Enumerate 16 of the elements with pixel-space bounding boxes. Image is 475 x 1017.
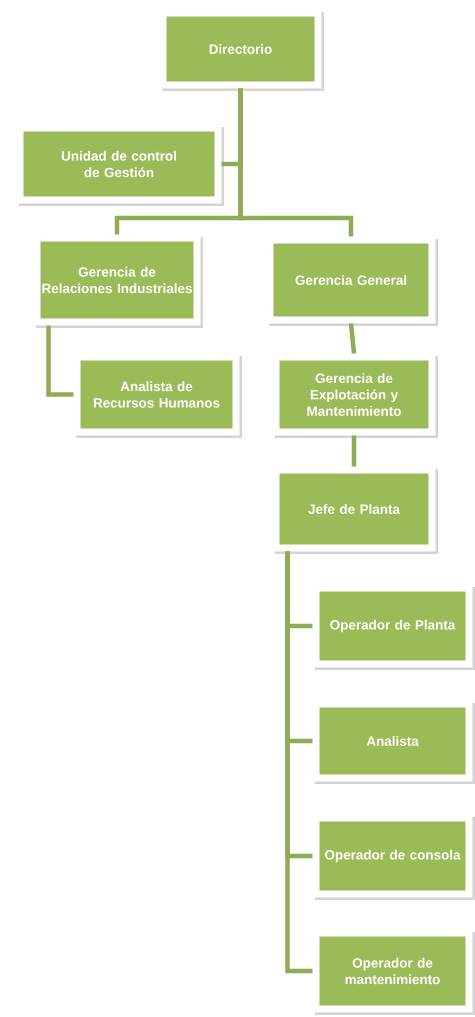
org-box: Gerencia General: [266, 236, 438, 326]
connector-line: [285, 551, 313, 974]
org-box: Directorio: [159, 9, 324, 91]
org-box: Analista: [312, 700, 475, 784]
connector-line: [351, 435, 357, 467]
org-box: Analista de Recursos Humanos: [73, 353, 242, 438]
org-box: Jefe de Planta: [272, 466, 438, 554]
org-box: Operador de mantenimiento: [312, 929, 475, 1015]
connector-line: [348, 323, 357, 354]
org-box: Operador de Planta: [312, 584, 475, 670]
connector-line: [238, 88, 354, 237]
org-box: Gerencia de Relaciones Industriales: [33, 234, 203, 328]
org-box: Unidad de control de Gestión: [16, 124, 224, 206]
connector-line: [46, 325, 74, 397]
org-box: Operador de consola: [312, 814, 475, 900]
org-box: Gerencia de Explotación y Mantenimiento: [272, 353, 438, 438]
